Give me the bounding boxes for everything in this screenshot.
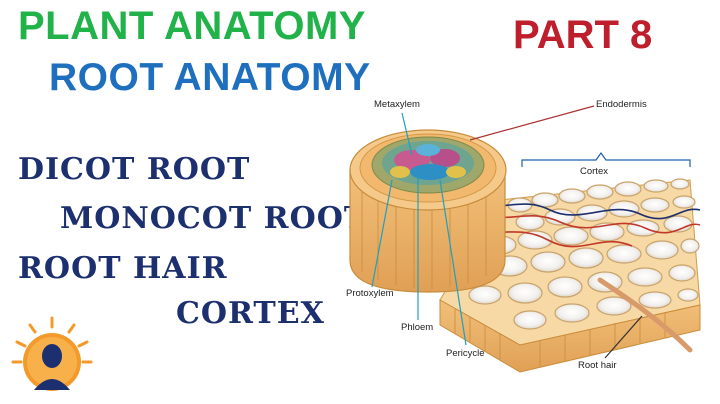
topic-root-hair: ROOT HAIR xyxy=(18,251,228,286)
topic-dicot-root: DICOT ROOT xyxy=(18,152,251,187)
stele-cylinder xyxy=(349,129,507,293)
label-root-hair: Root hair xyxy=(578,360,617,371)
label-endodermis: Endodermis xyxy=(596,99,647,110)
page-title: PLANT ANATOMY xyxy=(18,4,366,48)
label-phloem: Phloem xyxy=(401,322,434,333)
label-cortex: Cortex xyxy=(580,166,608,177)
topic-cortex: CORTEX xyxy=(176,296,325,331)
page-subtitle: ROOT ANATOMY xyxy=(49,56,371,99)
topic-monocot-root: MONOCOT ROOT xyxy=(60,201,368,236)
part-label: PART 8 xyxy=(513,13,653,57)
label-leaders xyxy=(371,105,643,359)
label-protoxylem: Protoxylem xyxy=(346,288,394,299)
label-metaxylem: Metaxylem xyxy=(374,99,420,110)
cortex-bracket xyxy=(521,151,691,167)
root-hair xyxy=(597,277,693,353)
label-pericycle: Pericycle xyxy=(446,348,485,359)
teacher-logo-icon xyxy=(11,316,93,391)
